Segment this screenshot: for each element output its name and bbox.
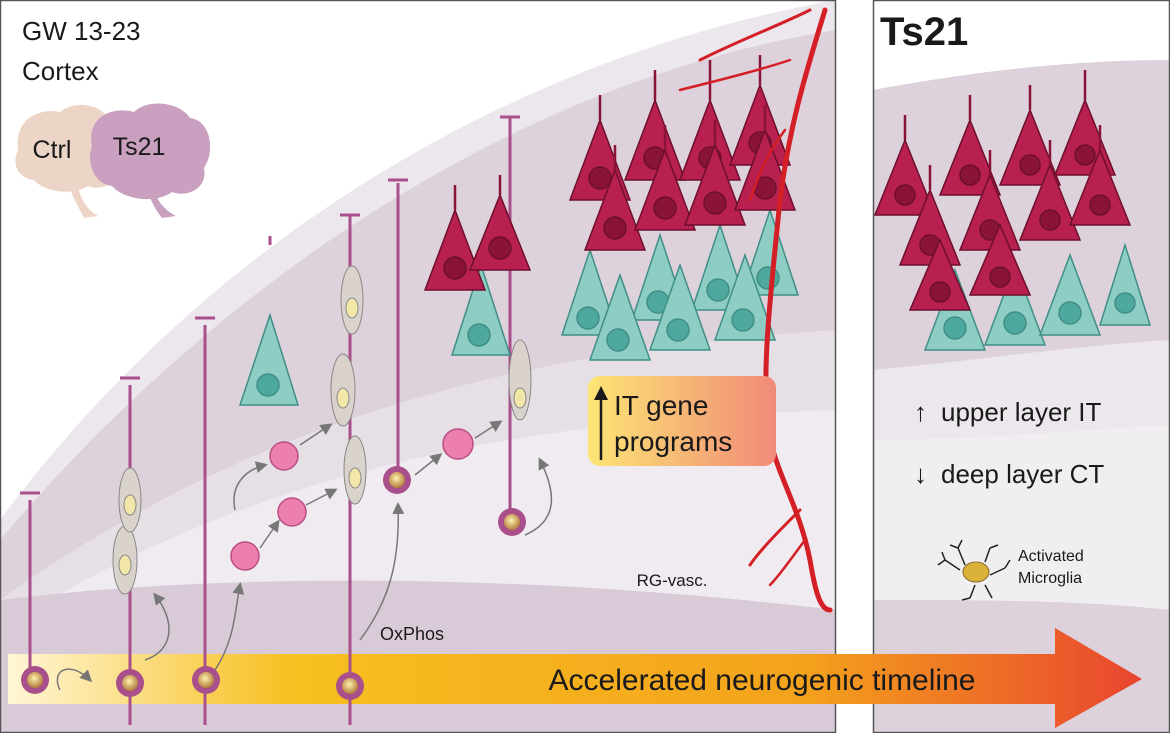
- lineage-arrows: [56, 420, 553, 691]
- progenitor-cells: [230, 428, 474, 571]
- rg-soma: [383, 466, 411, 494]
- it-neurons-left: [423, 82, 797, 291]
- rg-soma: [192, 666, 220, 694]
- rg-soma: [498, 508, 526, 536]
- brain-ts21-icon: [90, 103, 211, 218]
- ct-neurons-left: [238, 207, 800, 406]
- rg-soma: [336, 672, 364, 700]
- upper-arrow: ↑: [914, 397, 927, 427]
- brain-ctrl-label: Ctrl: [33, 136, 72, 164]
- stage-label: GW 13-23: [22, 16, 141, 46]
- upper-layer-text: upper layer IT: [941, 397, 1102, 427]
- it-gene-line1: IT gene: [614, 390, 708, 421]
- it-dendrites-right: [903, 70, 1102, 190]
- radial-glia-somas: [21, 466, 526, 700]
- it-gene-line2: programs: [614, 426, 732, 457]
- microglia-icon: [937, 539, 1011, 601]
- rg-soma: [21, 666, 49, 694]
- it-gene-box: [588, 376, 776, 466]
- region-label: Cortex: [22, 56, 99, 86]
- it-neurons-right: [873, 97, 1132, 311]
- radial-glia-group: [20, 115, 520, 725]
- right-panel-layers: [873, 0, 1170, 733]
- timeline-label: Accelerated neurogenic timeline: [549, 664, 976, 697]
- oxphos-label: OxPhos: [380, 624, 444, 644]
- rg-vasc-label: RG-vasc.: [637, 571, 708, 590]
- deep-layer-text: deep layer CT: [941, 459, 1104, 489]
- timeline-arrow: [8, 628, 1142, 728]
- rg-soma: [116, 669, 144, 697]
- migrating-neurons: [112, 265, 532, 595]
- deep-arrow: ↓: [914, 459, 927, 489]
- microglia-line1: Activated: [1018, 548, 1084, 565]
- microglia-line2: Microglia: [1018, 570, 1082, 587]
- brain-ts21-label: Ts21: [113, 133, 166, 161]
- right-panel-title: Ts21: [880, 10, 968, 54]
